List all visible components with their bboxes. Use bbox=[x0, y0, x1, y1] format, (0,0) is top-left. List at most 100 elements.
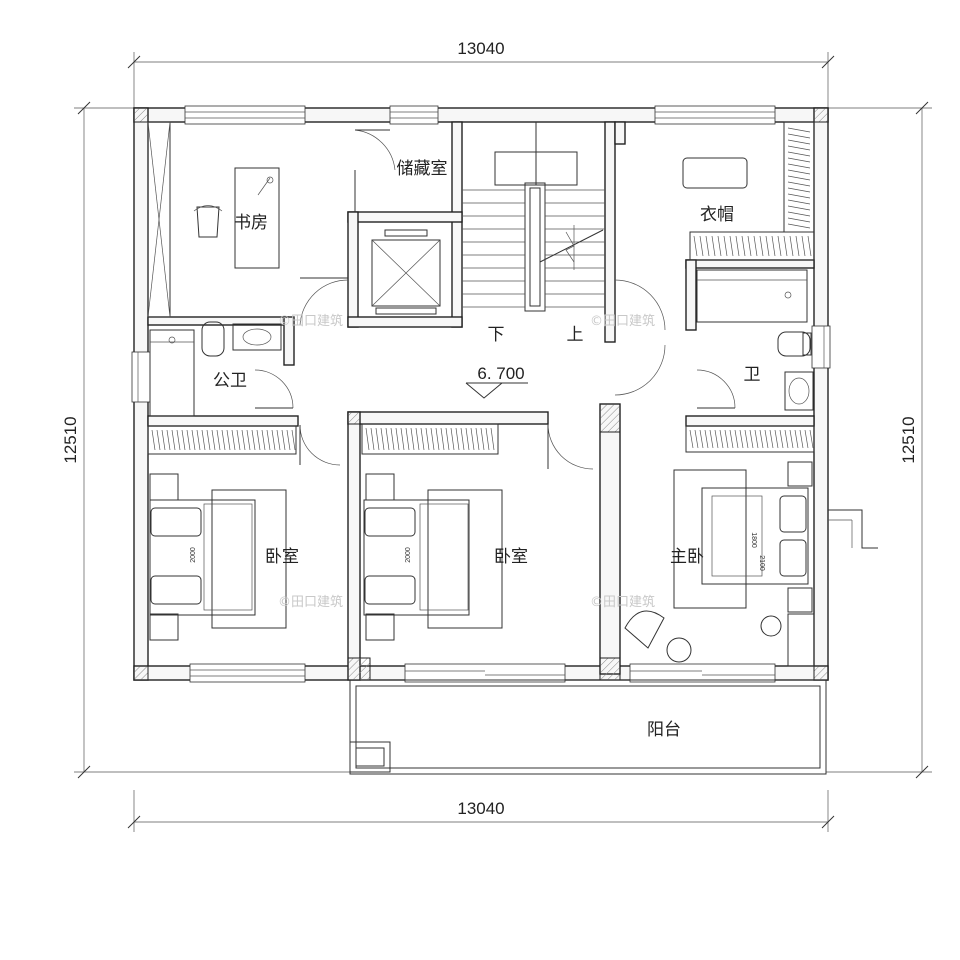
master-bed-length: 2100 bbox=[758, 555, 765, 571]
elevation-marker: 6. 700 bbox=[465, 364, 528, 399]
detail-line bbox=[787, 145, 811, 151]
detail-line bbox=[714, 429, 719, 449]
detail-line bbox=[256, 429, 261, 451]
detail-line bbox=[735, 235, 740, 257]
dimension-left-label: 12510 bbox=[61, 416, 80, 463]
detail-line bbox=[380, 427, 385, 451]
room-public-bath-label: 公卫 bbox=[213, 371, 247, 391]
detail-line bbox=[365, 427, 370, 451]
detail-line bbox=[774, 429, 779, 449]
wardrobes bbox=[147, 235, 815, 455]
dimension-left: 12510 bbox=[61, 101, 350, 779]
detail-line bbox=[794, 429, 799, 449]
detail-line bbox=[807, 235, 812, 257]
detail-line bbox=[769, 429, 774, 449]
detail-line bbox=[186, 429, 191, 451]
detail-line bbox=[395, 427, 400, 451]
detail-line bbox=[771, 235, 776, 257]
storage-door bbox=[354, 129, 396, 212]
room-cloakroom-label: 衣帽 bbox=[700, 205, 734, 225]
detail-line bbox=[753, 235, 758, 257]
detail-line bbox=[490, 427, 495, 451]
dimension-top-label: 13040 bbox=[457, 39, 504, 58]
watermark-3: ©田口建筑 bbox=[278, 594, 343, 610]
watermark-4: ©田口建筑 bbox=[590, 594, 655, 610]
detail-line bbox=[176, 429, 181, 451]
watermark-2: ©田口建筑 bbox=[590, 313, 655, 329]
detail-line bbox=[699, 235, 704, 257]
detail-line bbox=[699, 429, 704, 449]
detail-line bbox=[765, 235, 770, 257]
detail-line bbox=[741, 235, 746, 257]
detail-line bbox=[385, 427, 390, 451]
bedroom-middle-bed-size: 2000 bbox=[405, 547, 412, 563]
detail-line bbox=[787, 187, 811, 193]
detail-line bbox=[465, 427, 470, 451]
detail-line bbox=[801, 235, 806, 257]
dimension-top: 13040 bbox=[127, 39, 835, 108]
detail-line bbox=[787, 211, 811, 217]
detail-line bbox=[764, 429, 769, 449]
detail-line bbox=[711, 235, 716, 257]
room-storage-label: 储藏室 bbox=[397, 159, 448, 179]
stair-down-label: 下 bbox=[488, 325, 505, 345]
detail-line bbox=[729, 429, 734, 449]
dimension-right-label: 12510 bbox=[899, 416, 918, 463]
detail-line bbox=[705, 235, 710, 257]
detail-line bbox=[231, 429, 236, 451]
room-study-label: 书房 bbox=[234, 213, 268, 233]
stair-up-label: 上 bbox=[567, 325, 584, 345]
door-swings bbox=[299, 277, 666, 470]
room-master-bath-label: 卫 bbox=[744, 365, 761, 385]
detail-line bbox=[455, 427, 460, 451]
detail-line bbox=[425, 427, 430, 451]
room-bedroom-middle-label: 卧室 bbox=[494, 547, 528, 567]
bedroom-left-bed-size: 2000 bbox=[190, 547, 197, 563]
detail-line bbox=[787, 181, 811, 187]
detail-line bbox=[719, 429, 724, 449]
detail-line bbox=[787, 223, 811, 229]
detail-line bbox=[241, 429, 246, 451]
dimension-bottom-label: 13040 bbox=[457, 799, 504, 818]
detail-line bbox=[787, 169, 811, 175]
staircase[interactable] bbox=[462, 122, 605, 312]
detail-line bbox=[739, 429, 744, 449]
detail-line bbox=[435, 427, 440, 451]
room-balcony-label: 阳台 bbox=[647, 720, 681, 740]
detail-line bbox=[795, 235, 800, 257]
detail-line bbox=[789, 429, 794, 449]
detail-line bbox=[251, 429, 256, 451]
master-bed-width: 1800 bbox=[750, 532, 757, 548]
detail-line bbox=[410, 427, 415, 451]
detail-line bbox=[430, 427, 435, 451]
detail-line bbox=[171, 429, 176, 451]
balcony bbox=[349, 509, 878, 775]
detail-line bbox=[400, 427, 405, 451]
detail-line bbox=[787, 163, 811, 169]
detail-line bbox=[206, 429, 211, 451]
detail-line bbox=[759, 429, 764, 449]
detail-line bbox=[783, 235, 788, 257]
detail-line bbox=[156, 429, 161, 451]
detail-line bbox=[226, 429, 231, 451]
detail-line bbox=[261, 429, 266, 451]
detail-line bbox=[734, 429, 739, 449]
bedroom-middle-bed: 2000 bbox=[363, 473, 503, 641]
detail-line bbox=[689, 429, 694, 449]
detail-line bbox=[470, 427, 475, 451]
detail-line bbox=[747, 235, 752, 257]
detail-line bbox=[704, 429, 709, 449]
cloakroom-furniture bbox=[682, 121, 815, 261]
detail-line bbox=[375, 427, 380, 451]
detail-line bbox=[744, 429, 749, 449]
master-bath-fixtures bbox=[696, 269, 814, 411]
detail-line bbox=[181, 429, 186, 451]
detail-line bbox=[787, 199, 811, 205]
detail-line bbox=[789, 235, 794, 257]
detail-line bbox=[784, 429, 789, 449]
room-bedroom-left-label: 卧室 bbox=[265, 547, 299, 567]
detail-line bbox=[693, 235, 698, 257]
detail-line bbox=[221, 429, 226, 451]
detail-line bbox=[196, 429, 201, 451]
